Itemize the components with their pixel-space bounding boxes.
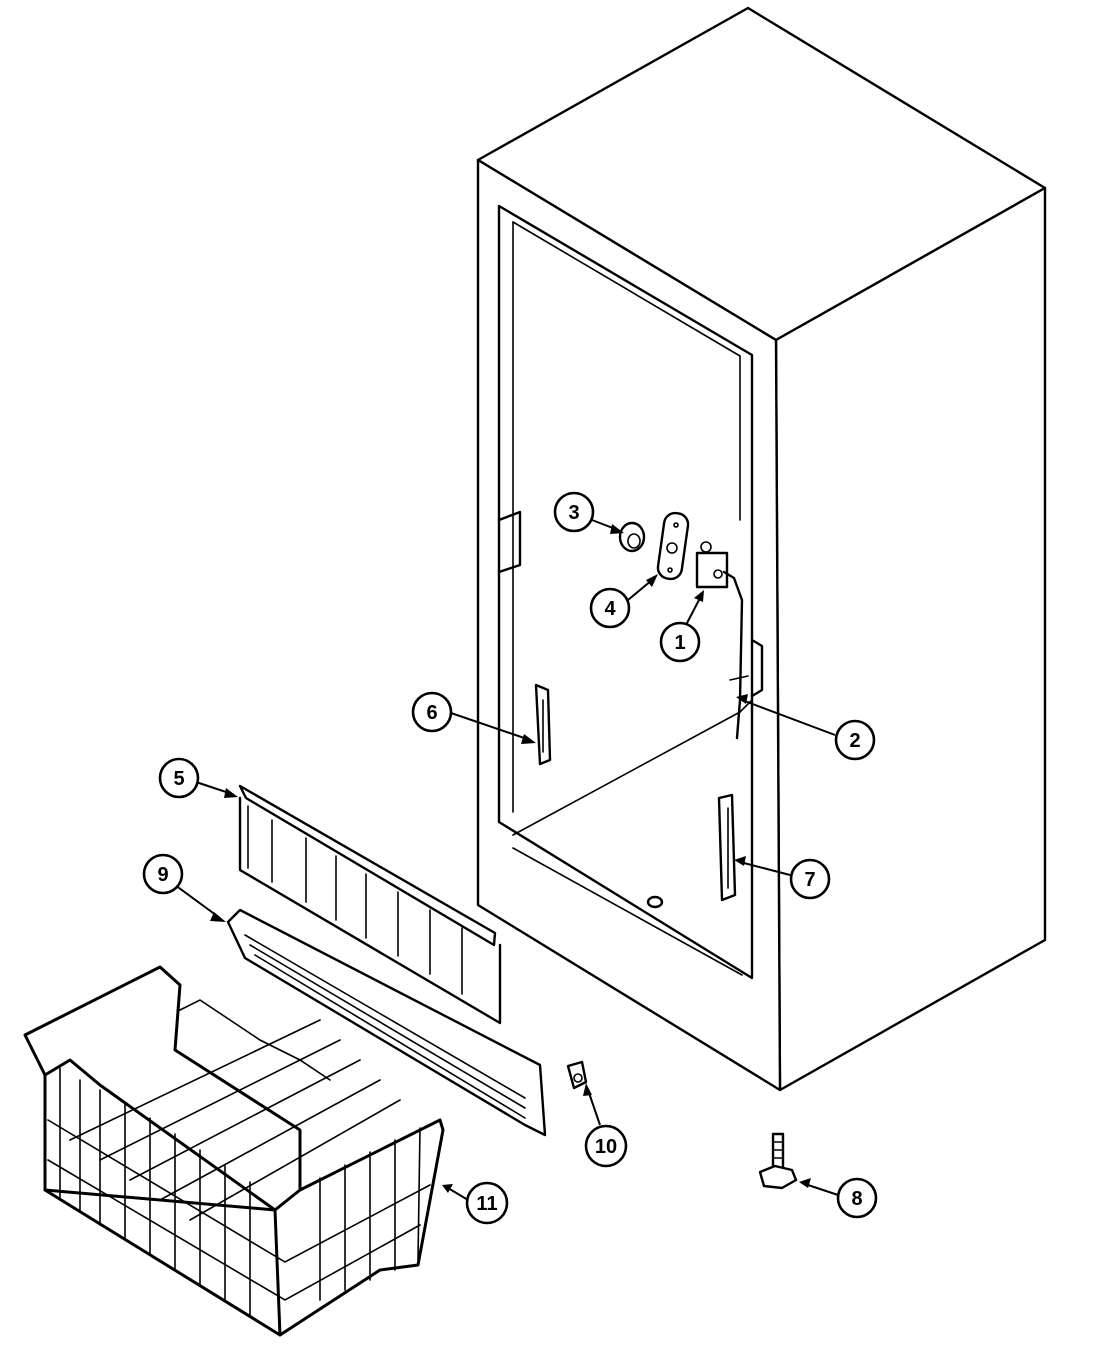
- svg-text:11: 11: [476, 1193, 497, 1215]
- svg-text:9: 9: [157, 864, 168, 886]
- freezer-cabinet: [476, 6, 1047, 1092]
- wire-basket: [23, 965, 445, 1337]
- callout-2: 2: [834, 719, 876, 761]
- callout-5: 5: [158, 757, 200, 799]
- thermostat-control: [695, 541, 749, 740]
- hinge-clip: [566, 1060, 588, 1090]
- callout-8: 8: [836, 1177, 878, 1219]
- callout-6: 6: [411, 691, 453, 733]
- leveling-leg: [758, 1132, 798, 1190]
- callout-3: 3: [553, 491, 595, 533]
- thermostat-plate: [656, 511, 690, 581]
- kick-plate-cover: [226, 908, 547, 1137]
- thermostat-knob: [618, 521, 646, 553]
- callout-11: 11: [465, 1181, 509, 1225]
- svg-text:1: 1: [674, 632, 685, 654]
- callout-9: 9: [142, 853, 184, 895]
- svg-text:3: 3: [568, 502, 579, 524]
- leader-lines: [174, 519, 839, 1201]
- callout-7: 7: [789, 858, 831, 900]
- svg-text:7: 7: [804, 869, 815, 891]
- callout-1: 1: [659, 621, 701, 663]
- wire-divider: [238, 784, 502, 1025]
- svg-text:6: 6: [426, 702, 437, 724]
- svg-text:10: 10: [595, 1136, 617, 1158]
- svg-text:5: 5: [173, 768, 184, 790]
- shelf-support-left: [534, 683, 552, 766]
- shelf-support-right: [717, 793, 737, 902]
- svg-text:8: 8: [851, 1188, 862, 1210]
- svg-text:2: 2: [849, 730, 860, 752]
- callout-4: 4: [589, 587, 631, 629]
- svg-text:4: 4: [604, 598, 616, 620]
- callout-10: 10: [584, 1124, 628, 1168]
